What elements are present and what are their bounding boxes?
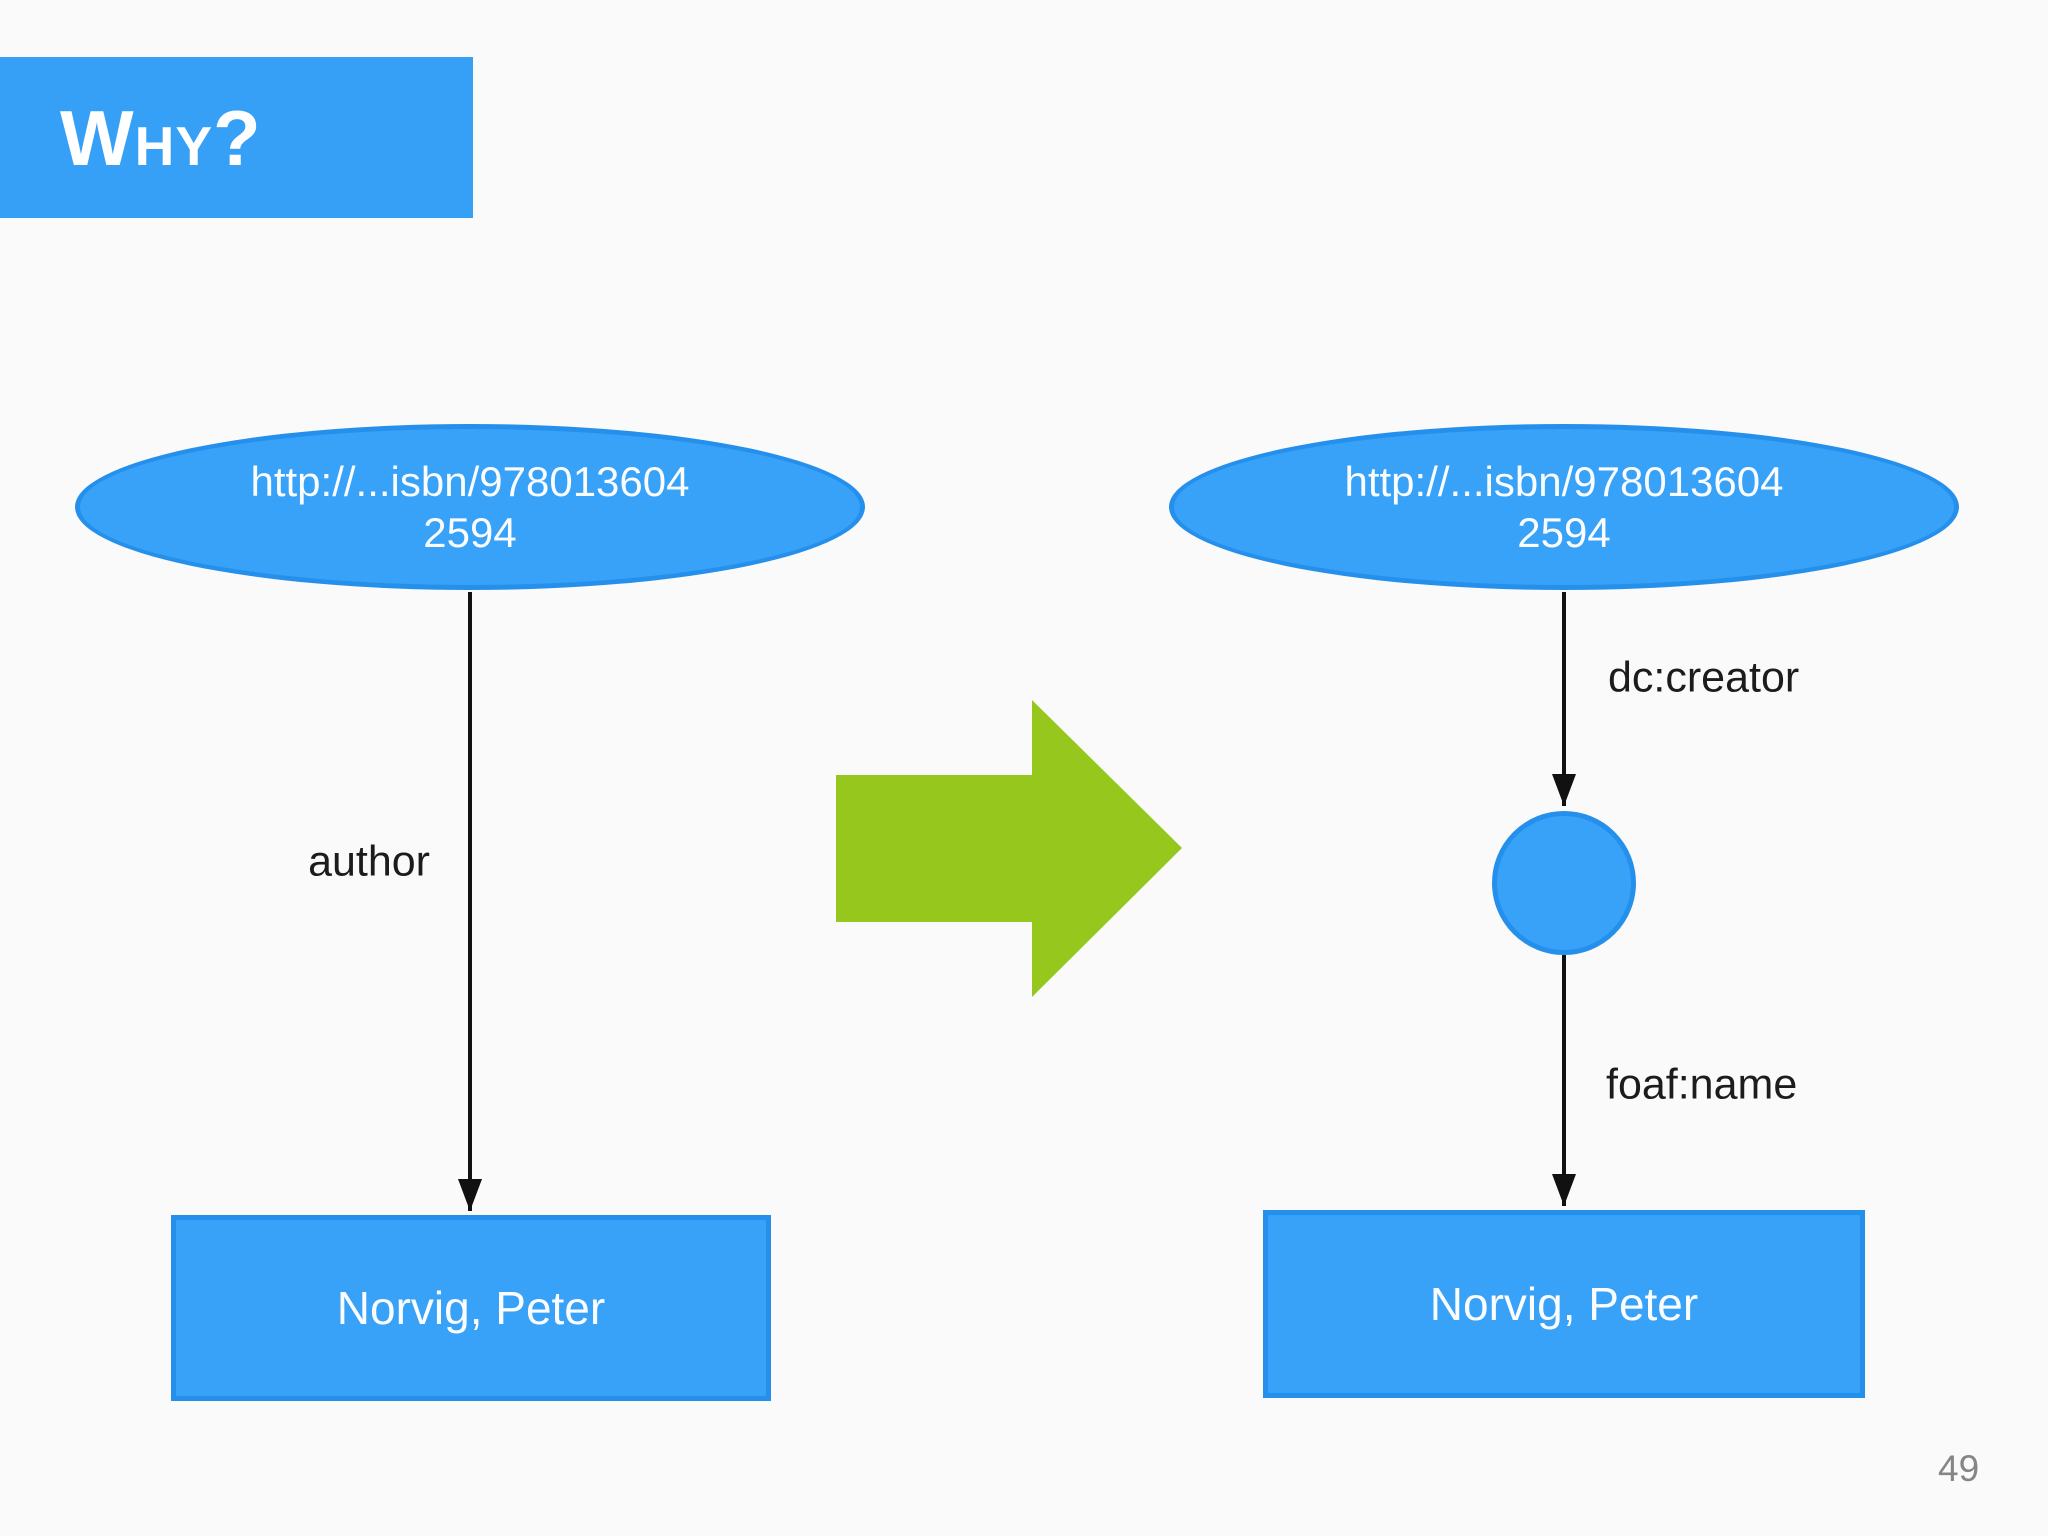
- slide-title: Why?: [60, 93, 262, 182]
- transform-right-arrow-icon: [836, 700, 1182, 997]
- uri-node-after-line1: http://...isbn/978013604: [1344, 458, 1784, 505]
- uri-node-before-line2: 2594: [423, 509, 517, 556]
- slide-title-bar: Why?: [0, 57, 473, 218]
- literal-node-after-text: Norvig, Peter: [1429, 1278, 1699, 1330]
- uri-node-after: http://...isbn/978013604 2594: [1169, 424, 1959, 590]
- edge-label-author: author: [308, 837, 430, 886]
- edge-label-foaf-name: foaf:name: [1606, 1060, 1798, 1109]
- edge-label-dc-creator: dc:creator: [1608, 653, 1800, 702]
- literal-node-before-text: Norvig, Peter: [336, 1282, 606, 1334]
- literal-node-after: Norvig, Peter: [1263, 1210, 1865, 1398]
- uri-node-before-line1: http://...isbn/978013604: [250, 458, 690, 505]
- literal-node-before: Norvig, Peter: [171, 1215, 771, 1401]
- uri-node-before: http://...isbn/978013604 2594: [75, 424, 865, 590]
- blank-node: [1492, 811, 1636, 955]
- uri-node-after-line2: 2594: [1517, 509, 1611, 556]
- page-number: 49: [1938, 1448, 1980, 1489]
